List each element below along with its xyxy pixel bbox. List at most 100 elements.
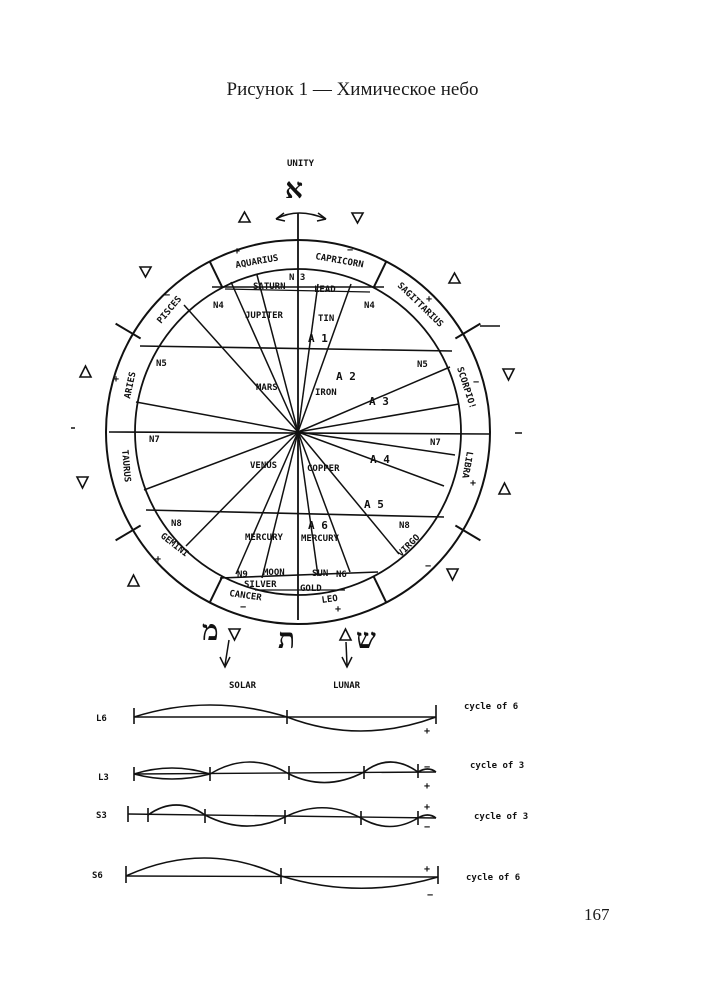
sign-cancer: CANCER [229,589,263,604]
svg-text:+: + [424,781,430,792]
svg-text:−: − [473,377,479,388]
cycle-marks: + − + + − + − [424,726,433,901]
svg-text:+: + [426,294,432,305]
planet-jupiter: JUPITER [245,311,284,321]
cycle-label-s3: S3 [96,811,107,821]
metal-mercury: MERCURY [301,534,340,544]
divider-7 [208,260,224,289]
cycle-label-s6: S6 [92,871,103,881]
triangle-down-icon [227,628,242,642]
sign-virgo: VIRGO [396,532,423,559]
divider-4 [208,575,224,604]
metal-iron: IRON [315,388,337,398]
page-number: 167 [584,905,610,924]
level-line-5 [219,571,379,579]
level-n8-right: N8 [399,521,410,531]
level-n7-left: N7 [149,435,160,445]
element-triangles [75,210,516,642]
figure-caption: Рисунок 1 — Химическое небо [226,79,479,100]
level-n4-left: N4 [213,301,224,311]
sign-taurus: TAURUS [119,449,132,482]
cycle-desc-s6: cycle of 6 [466,873,520,883]
sign-gemini: GEMINI [158,531,190,559]
sign-sagittarius: SAGITTARIUS [395,281,445,330]
mem-glyph: מ [202,614,219,647]
divider-1 [454,322,481,340]
level-n4-right: N4 [364,301,375,311]
level-n8-left: N8 [171,519,182,529]
triangle-up-icon [126,573,141,587]
sign-leo: LEO [321,594,339,606]
divider-8 [372,260,388,289]
planet-venus: VENUS [250,461,277,471]
rays [135,274,460,579]
sign-capricorn: CAPRICORN [314,252,364,270]
polarity-marks: + − + − + − + − + + − [113,245,479,615]
planet-mercury: MERCURY [245,533,284,543]
svg-text:−: − [427,890,433,901]
svg-text:+: + [113,374,119,385]
planet-mars: MARS [256,383,278,393]
svg-text:+: + [424,726,430,737]
mark-a1: A 1 [308,332,328,345]
level-n5-right: N5 [417,360,428,370]
level-n5-left: N5 [156,359,167,369]
level-n7-right: N7 [430,438,441,448]
svg-text:−: − [240,602,246,613]
sign-libra: LIBRA [459,450,474,479]
unity-label: UNITY [287,159,315,169]
triangle-up-icon [497,481,512,495]
divider-3 [372,575,388,604]
cycle-desc-l3: cycle of 3 [470,761,524,771]
level-n6: N6 [336,570,347,580]
svg-text:−: − [347,245,353,256]
a-marks: A 1 A 2 A 3 A 4 A 5 A 6 [308,332,390,532]
divider-6 [115,322,142,340]
level-line-4 [145,509,445,518]
svg-text:+: + [335,604,341,615]
divider-2 [454,524,481,542]
triangle-up-icon [78,364,93,378]
planet-sun: SUN [312,569,328,579]
cycle-desc-s3: cycle of 3 [474,812,528,822]
level-line-2 [139,345,453,352]
mark-a5: A 5 [364,498,384,511]
svg-text:−: − [424,822,430,833]
cycle-diagrams [125,704,439,890]
metal-lead: LEAD [314,285,336,295]
aleph-glyph: א [285,172,303,205]
level-n9: N9 [237,570,248,580]
metal-tin: TIN [318,314,334,324]
svg-text:+: + [424,864,430,875]
mark-a6: A 6 [308,519,328,532]
svg-text:−: − [425,561,431,572]
svg-text:+: + [424,802,430,813]
tav-glyph: ת [278,622,295,655]
triangle-up-icon [237,210,252,223]
triangle-down-icon [75,476,90,490]
triangle-down-icon [138,266,153,279]
cycle-label-l6: L6 [96,714,107,724]
shin-glyph: ש [356,622,376,655]
planet-saturn: SATURN [253,282,286,292]
triangle-up-icon [447,271,462,284]
level-n3: N 3 [289,273,305,283]
svg-text:+: + [234,246,240,257]
mark-a3: A 3 [369,395,389,408]
svg-text:+: + [470,478,476,489]
planet-moon: MOON [263,568,285,578]
svg-text:−: − [164,290,170,301]
triangle-down-icon [501,368,516,382]
metal-gold: GOLD [300,584,322,594]
solar-label: SOLAR [229,681,257,691]
sign-aquarius: AQUARIUS [235,254,279,271]
triangle-down-icon [445,568,460,582]
lunar-label: LUNAR [333,681,361,691]
divider-5 [115,524,142,542]
triangle-down-icon [350,212,365,225]
cycle-label-l3: L3 [98,773,109,783]
cycle-desc-l6: cycle of 6 [464,702,518,712]
mark-a2: A 2 [336,370,356,383]
svg-text:+: + [155,554,161,565]
